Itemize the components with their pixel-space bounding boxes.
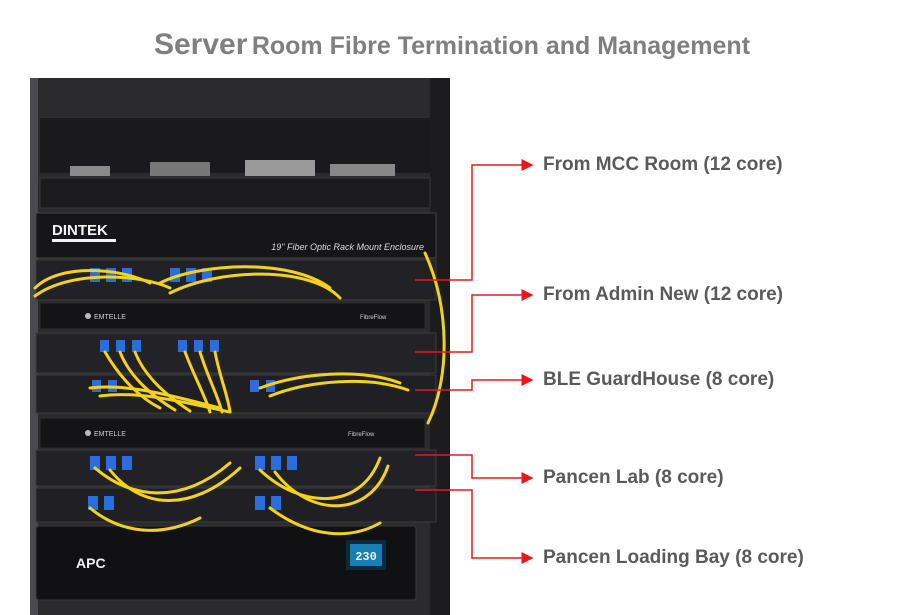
callout-line-2 bbox=[415, 289, 534, 353]
callout-label-ble-guardhouse: BLE GuardHouse (8 core) bbox=[543, 369, 775, 390]
callout-label-mcc-room: From MCC Room (12 core) bbox=[543, 154, 783, 175]
panel-logo-text-1: FibreFlow bbox=[360, 315, 387, 321]
enclosure-brand-text: DINTEK bbox=[52, 222, 108, 239]
ups-brand-text: APC bbox=[76, 555, 106, 571]
page-title: Server Room Fibre Termination and Manage… bbox=[0, 28, 904, 62]
callout-label-pancen-lab: Pancen Lab (8 core) bbox=[543, 467, 724, 488]
callout-label-admin-new: From Admin New (12 core) bbox=[543, 284, 784, 305]
server-rack-photo: DINTEK 19" Fiber Optic Rack Mount Enclos… bbox=[30, 78, 450, 615]
enclosure-caption-text: 19" Fiber Optic Rack Mount Enclosure bbox=[271, 242, 424, 252]
rack-illustration: DINTEK 19" Fiber Optic Rack Mount Enclos… bbox=[30, 78, 450, 615]
callout-line-3 bbox=[415, 374, 534, 391]
panel-logo-text-2: FibreFlow bbox=[348, 432, 375, 438]
panel-brand-text-2: EMTELLE bbox=[94, 431, 126, 438]
ups-display-text: 230 bbox=[355, 550, 377, 564]
callout-line-4 bbox=[415, 454, 534, 484]
title-emphasis: Server bbox=[153, 28, 248, 61]
panel-brand-text-1: EMTELLE bbox=[94, 314, 126, 321]
callout-label-pancen-loading-bay: Pancen Loading Bay (8 core) bbox=[543, 547, 804, 568]
title-rest: Room Fibre Termination and Management bbox=[251, 32, 751, 60]
callout-line-5 bbox=[415, 489, 534, 564]
callout-line-1 bbox=[415, 159, 534, 281]
